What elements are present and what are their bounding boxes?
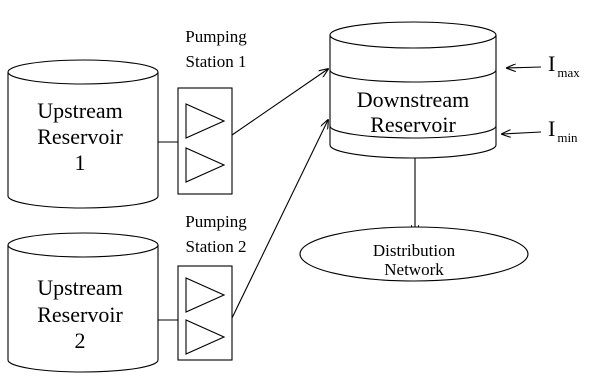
downstream-reservoir: Downstream Reservoir xyxy=(329,21,497,159)
upstream-reservoir-2-label-line1: Upstream xyxy=(37,275,123,300)
downstream-reservoir-label-line2: Reservoir xyxy=(370,112,456,137)
pump-1a-icon xyxy=(185,103,226,139)
distribution-network: Distribution Network xyxy=(299,226,529,282)
pump-2b-icon xyxy=(185,319,226,355)
max-level-arrow xyxy=(507,67,542,68)
pumping-station-2-label-line2: Station 2 xyxy=(186,237,247,256)
pumping-station-2-label-line1: Pumping xyxy=(185,212,247,231)
upstream-reservoir-1-top xyxy=(7,59,159,85)
pipe-station-1-to-downstream xyxy=(231,69,328,136)
upstream-reservoir-2-label-line3: 2 xyxy=(75,328,86,353)
upstream-reservoir-2-cylinder xyxy=(7,245,159,373)
pumping-station-1: Pumping Station 1 xyxy=(177,27,247,195)
pumping-station-1-label-line2: Station 1 xyxy=(186,52,247,71)
upstream-reservoir-2-top xyxy=(7,232,159,258)
upstream-reservoir-1-label-line3: 1 xyxy=(75,150,86,175)
upstream-reservoir-2: Upstream Reservoir 2 xyxy=(7,232,159,373)
min-level-arrow xyxy=(502,132,542,134)
min-level-line xyxy=(329,125,497,139)
upstream-reservoir-1: Upstream Reservoir 1 xyxy=(7,59,159,209)
upstream-reservoir-1-label-line1: Upstream xyxy=(37,98,123,123)
pipe-station-2-to-downstream xyxy=(231,120,328,319)
distribution-network-label-line1: Distribution xyxy=(373,241,456,260)
downstream-reservoir-cylinder xyxy=(329,35,497,159)
pumping-station-1-label-line1: Pumping xyxy=(185,27,247,46)
max-level-line xyxy=(329,69,497,83)
distribution-network-label-line2: Network xyxy=(384,260,444,279)
pump-1b-icon xyxy=(185,147,226,183)
downstream-reservoir-top xyxy=(329,21,497,49)
pump-2a-icon xyxy=(185,277,226,313)
upstream-reservoir-2-label-line2: Reservoir xyxy=(37,302,123,327)
upstream-reservoir-1-label-line2: Reservoir xyxy=(37,124,123,149)
distribution-network-ellipse xyxy=(299,226,529,282)
pumping-station-2: Pumping Station 2 xyxy=(177,212,247,361)
downstream-reservoir-label-line1: Downstream xyxy=(357,87,469,112)
upstream-reservoir-1-cylinder xyxy=(7,72,159,209)
